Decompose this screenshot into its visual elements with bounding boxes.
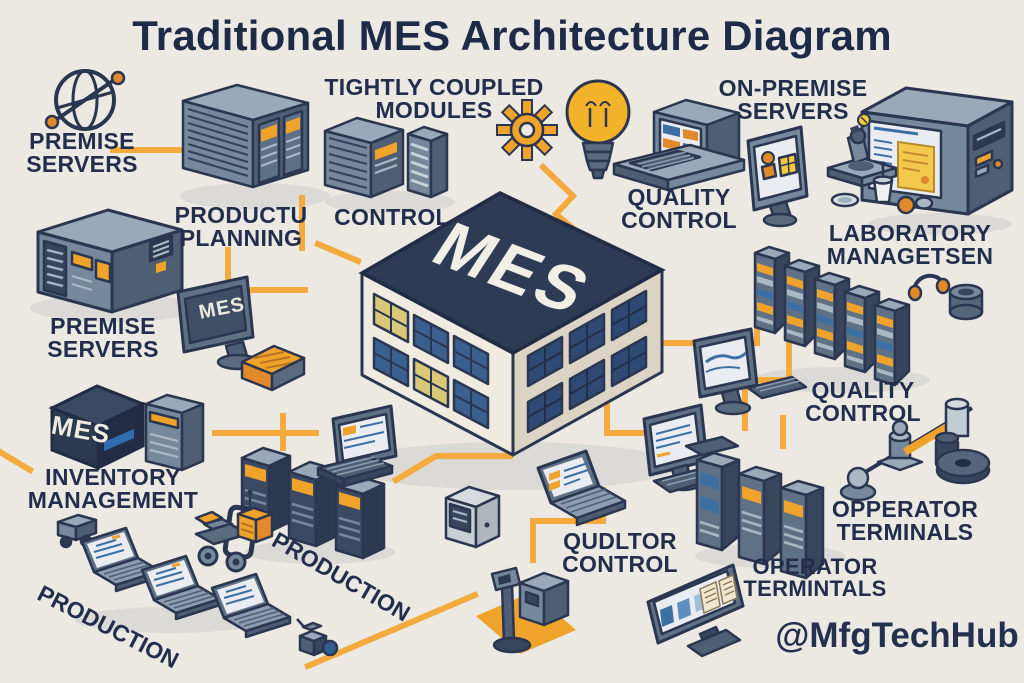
label-line: QUDLTOR (563, 528, 677, 554)
lightbulb-icon (565, 79, 631, 180)
label-line: CONTROL (621, 207, 737, 234)
label-operator-termintals: OPERATOR TERMINTALS (743, 554, 887, 602)
label-line: OPERATOR (752, 554, 878, 579)
conveyor-pulley (839, 397, 991, 502)
label-line: MANAGETSEN (826, 243, 994, 270)
label-line: LABORATORY (828, 220, 992, 246)
label-line: OPPERATOR (831, 496, 979, 522)
microscope-icon (826, 113, 898, 188)
label-tightly-coupled-modules: TIGHTLY COUPLED MODULES (324, 74, 544, 124)
production-workstation (316, 404, 398, 488)
handcart-icon (296, 618, 339, 657)
label-quality-control-top: QUALITY CONTROL (621, 184, 737, 234)
terminal-workstation (612, 98, 746, 192)
label-line: QUALITY (811, 377, 915, 403)
server-box (36, 208, 184, 314)
quality-monitor (746, 125, 809, 228)
label-line: TERMINALS (836, 519, 974, 546)
label-line: QUALITY (627, 184, 731, 210)
operator-servers (684, 435, 825, 580)
server-rack-trio (323, 116, 449, 199)
label-line: MODULES (375, 97, 493, 124)
label-line: PRODUCTU (174, 202, 308, 228)
desktop-tower (444, 485, 501, 549)
label-line: SERVERS (26, 151, 138, 178)
cylinder-icon (948, 283, 984, 321)
orange-module-box (240, 344, 306, 392)
label-line: TIGHTLY COUPLED (324, 74, 544, 100)
label-opperator-terminals: OPPERATOR TERMINALS (831, 496, 979, 546)
label-line: ON-PREMISE (718, 75, 868, 101)
server-rack (181, 83, 310, 189)
label-line: PLANNING (179, 225, 303, 252)
label-premise-servers-top: PREMISE SERVERS (26, 128, 138, 178)
label-on-premise-servers: ON-PREMISE SERVERS (718, 75, 868, 125)
label-inventory-management: INVENTORY MANAGEMENT (27, 464, 199, 514)
desktop-monitor (692, 327, 808, 416)
network-globe-icon (44, 69, 126, 131)
production-servers (240, 446, 386, 560)
laptop (536, 449, 627, 527)
gear-icon (496, 99, 558, 161)
scale-machine (476, 566, 576, 654)
watermark-handle: @MfgTechHub (775, 616, 1019, 655)
server-tower (144, 393, 205, 472)
laptop (140, 554, 222, 621)
label-line: CONTROL (334, 204, 450, 230)
page-title: Traditional MES Architecture Diagram (132, 12, 892, 59)
label-productu-planning: PRODUCTU PLANNING (174, 202, 308, 252)
widescreen-monitor (646, 563, 745, 658)
label-line: MANAGEMENT (27, 487, 199, 514)
label-line: TERMINTALS (743, 576, 887, 602)
label-line: CONTROL (805, 400, 921, 427)
forklift (194, 489, 274, 573)
label-laboratory-managetsen: LABORATORY MANAGETSEN (826, 220, 994, 270)
label-quality-control-right: QUALITY CONTROL (805, 377, 921, 427)
label-control-left: CONTROL (334, 204, 450, 230)
headphone-icon (907, 273, 951, 302)
truck-icon (56, 513, 98, 549)
label-line: CONTROL (562, 551, 678, 578)
beaker-icon (830, 161, 934, 215)
server-rack-row (753, 245, 911, 387)
label-premise-servers-mid: PREMISE SERVERS (47, 313, 159, 363)
label-line: SERVERS (47, 336, 159, 363)
mes-monitor (176, 275, 260, 371)
label-line: PREMISE (29, 128, 135, 154)
laptop (210, 572, 292, 639)
label-qudltor-control: QUDLTOR CONTROL (562, 528, 678, 578)
mes-building (358, 191, 666, 457)
label-line: PREMISE (50, 313, 156, 339)
label-line: INVENTORY (45, 464, 181, 490)
mes-black-box (48, 384, 147, 471)
laptop (80, 526, 162, 593)
label-line: SERVERS (737, 98, 849, 125)
